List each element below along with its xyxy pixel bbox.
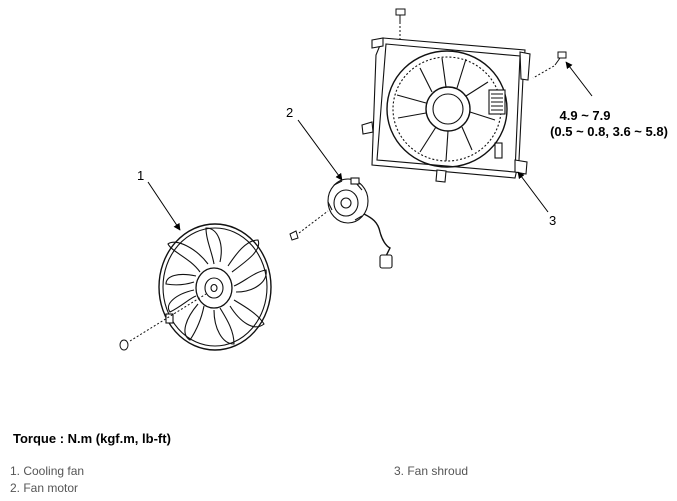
- leader-3: [517, 171, 549, 213]
- fan-motor: [327, 177, 393, 269]
- cooling-fan: [158, 223, 272, 351]
- leader-lines: [147, 61, 593, 231]
- motor-nut: [289, 210, 329, 241]
- callout-1: 1: [137, 168, 144, 183]
- callout-3: 3: [549, 213, 556, 228]
- leader-1: [147, 181, 181, 231]
- torque-value-nm: 4.9 ~ 7.9: [560, 108, 611, 123]
- fan-shroud: [361, 37, 531, 183]
- legend-item-fan-motor: 2. Fan motor: [10, 481, 79, 495]
- torque-units-title: Torque : N.m (kgf.m, lb-ft): [13, 431, 171, 446]
- torque-value-alt: (0.5 ~ 0.8, 3.6 ~ 5.8): [550, 124, 668, 139]
- callout-2: 2: [286, 105, 293, 120]
- shroud-side-bolt: [532, 51, 567, 79]
- exploded-diagram: 1 2 3 4.9 ~ 7.9 (0.5 ~ 0.8, 3.6 ~ 5.8): [119, 8, 668, 351]
- shroud-top-bolt: [395, 8, 406, 40]
- leader-torque: [565, 61, 593, 97]
- legend-item-fan-shroud: 3. Fan shroud: [394, 464, 469, 478]
- legend-item-cooling-fan: 1. Cooling fan: [10, 464, 85, 478]
- fan-nut: [119, 293, 207, 351]
- leader-2: [297, 119, 343, 181]
